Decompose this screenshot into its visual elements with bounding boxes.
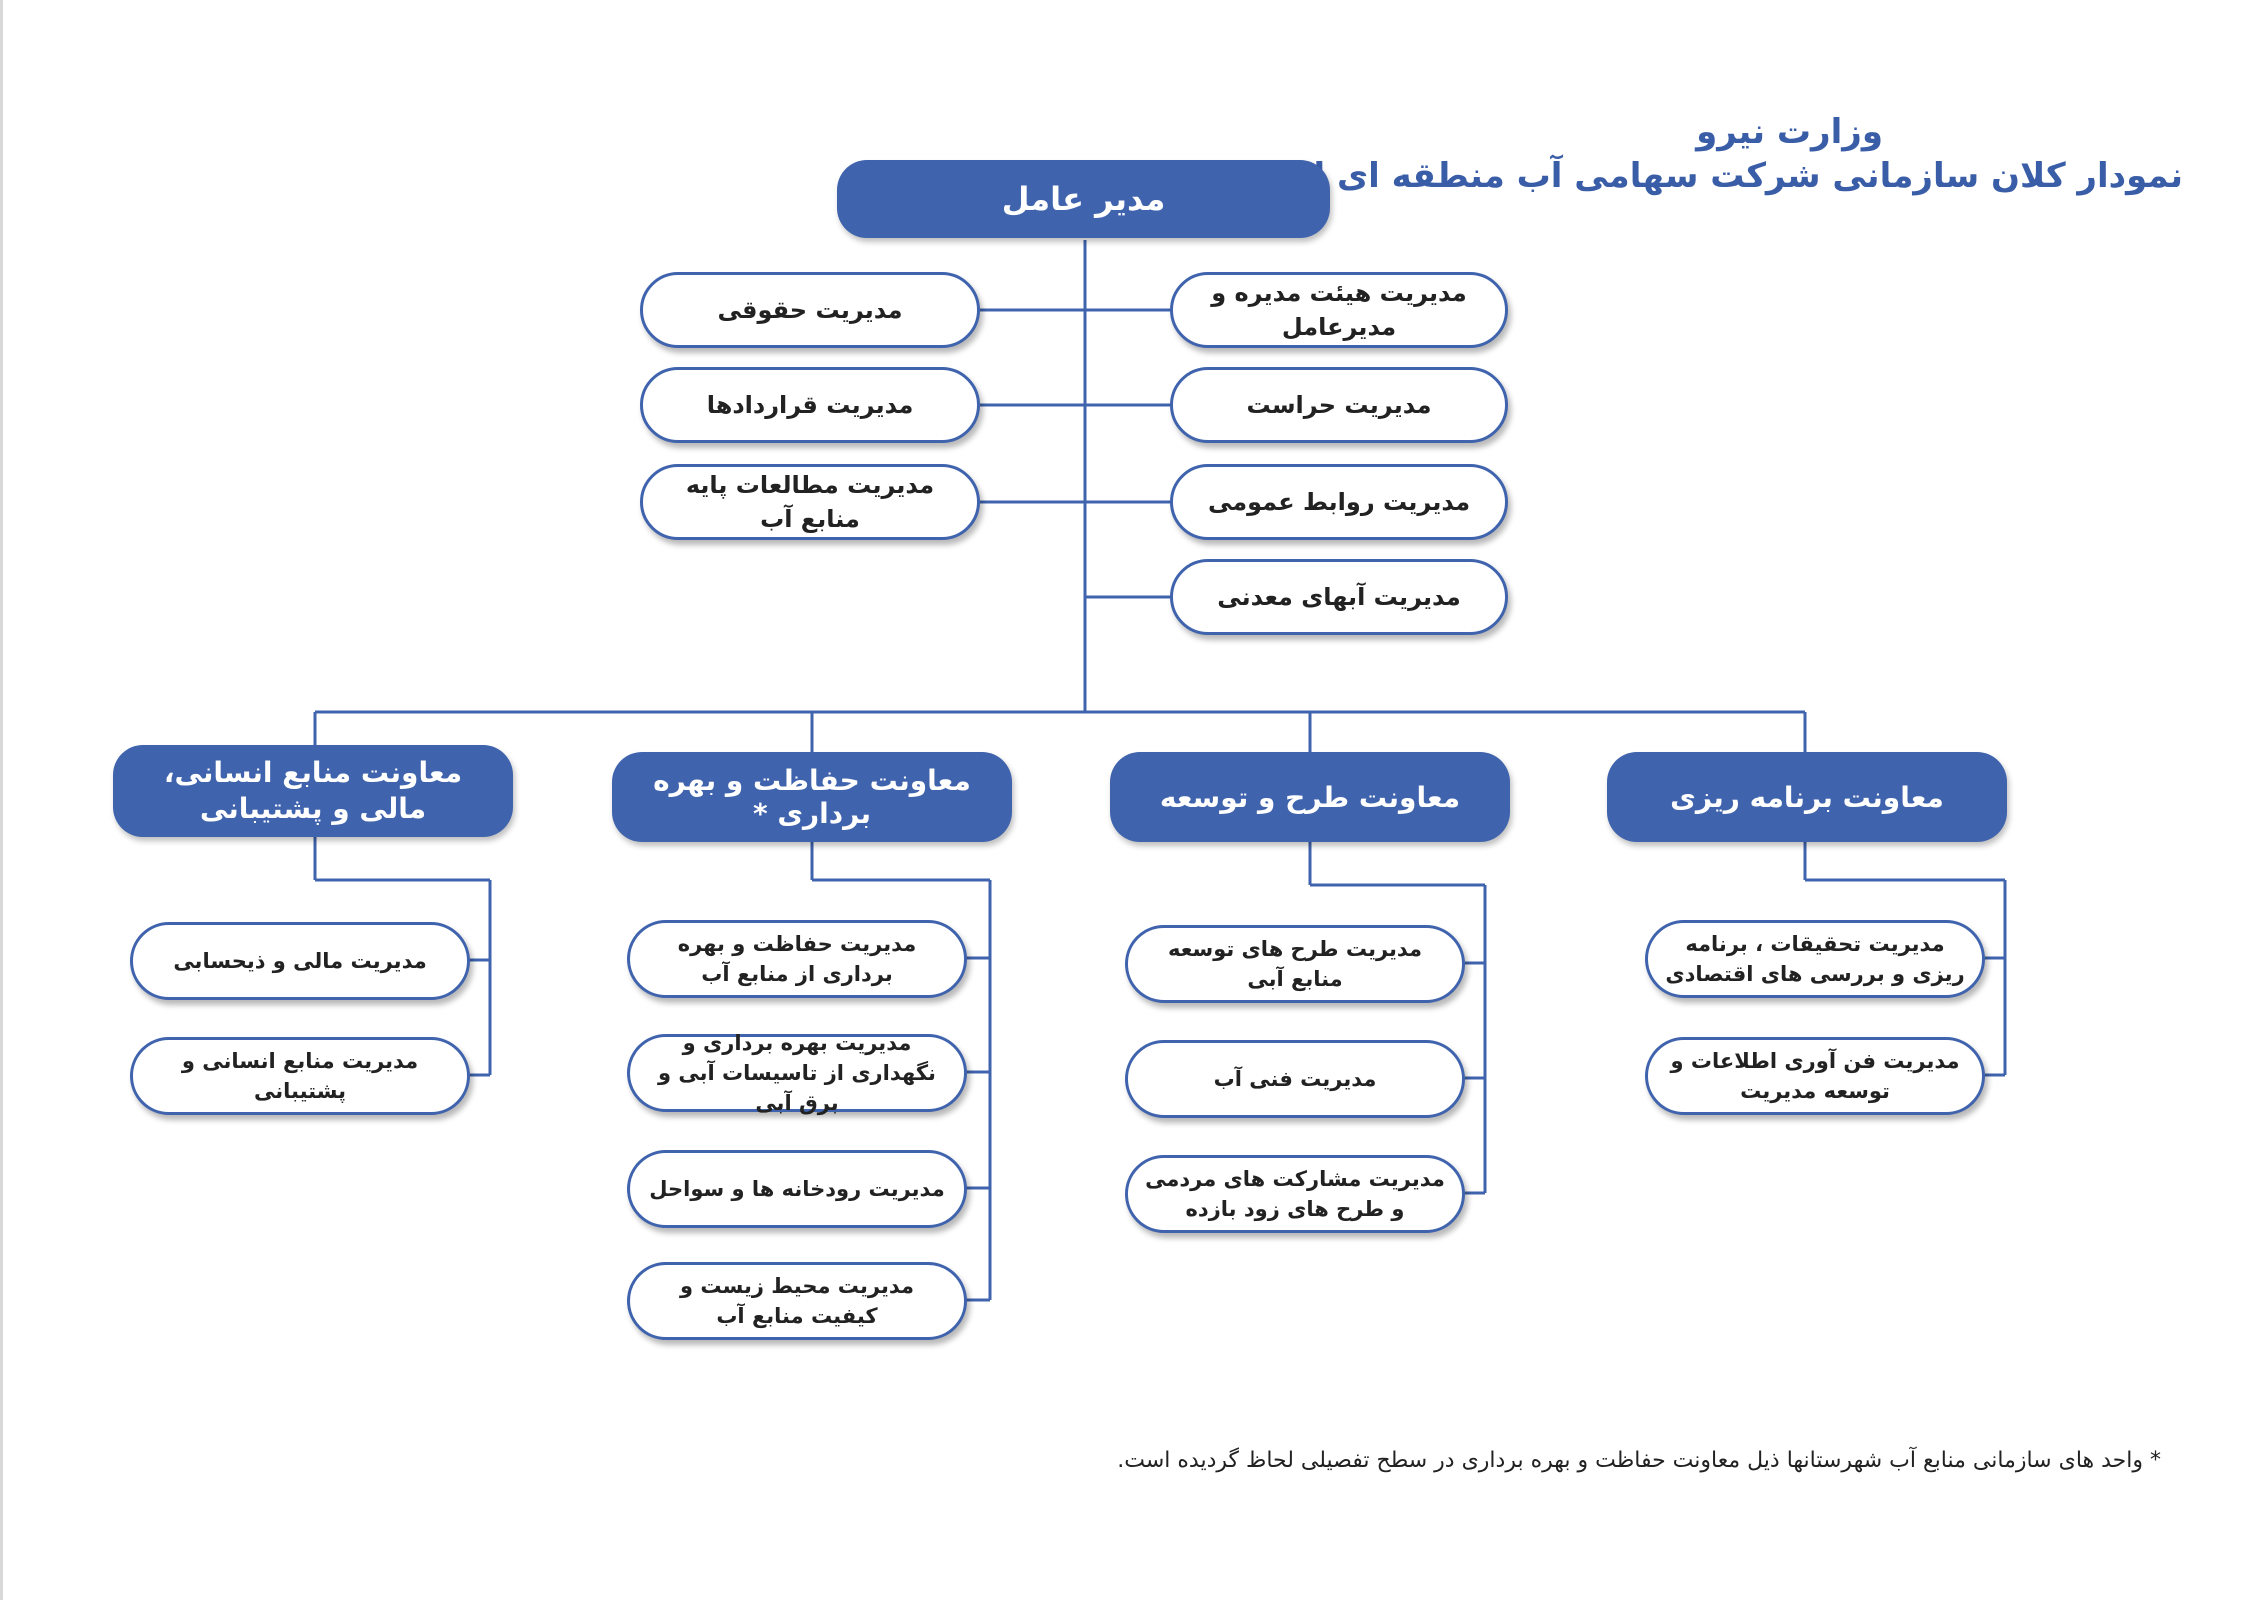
deputy-protection-box: معاونت حفاظت و بهره برداری * [612,752,1012,842]
it-management-box: مدیریت فن آوری اطلاعات و توسعه مدیریت [1645,1037,1985,1115]
mineral-water-box: مدیریت آبهای معدنی [1170,559,1508,635]
human-resources-box: مدیریت منابع انسانی و پشتیبانی [130,1037,470,1115]
water-development-plans-box: مدیریت طرح های توسعه منابع آبی [1125,925,1465,1003]
finance-box: مدیریت مالی و ذیحسابی [130,922,470,1000]
facilities-maintenance-box: مدیریت بهره برداری و نگهداری از تاسیسات … [627,1031,967,1115]
public-participation-box: مدیریت مشارکت های مردمی و طرح های زود با… [1125,1155,1465,1233]
rivers-coasts-box: مدیریت رودخانه ها و سواحل [627,1150,967,1228]
security-management-box: مدیریت حراست [1170,367,1508,443]
legal-management-box: مدیریت حقوقی [640,272,980,348]
page-edge [0,0,3,1600]
public-relations-box: مدیریت روابط عمومی [1170,464,1508,540]
ceo-box: مدیر عامل [837,160,1330,238]
technical-water-box: مدیریت فنی آب [1125,1040,1465,1118]
deputy-development-box: معاونت طرح و توسعه [1110,752,1510,842]
deputy-hr-box: معاونت منابع انسانی، مالی و پشتیبانی [113,745,513,837]
water-protection-box: مدیریت حفاظت و بهره برداری از منابع آب [627,920,967,998]
contracts-management-box: مدیریت قراردادها [640,367,980,443]
water-studies-management-box: مدیریت مطالعات پایه منابع آب [640,464,980,540]
environment-quality-box: مدیریت محیط زیست و کیفیت منابع آب [627,1262,967,1340]
chart-title: نمودار کلان سازمانی شرکت سهامی آب منطقه … [1219,156,2183,196]
header: وزارت نیرو نمودار کلان سازمانی شرکت سهام… [1219,110,2183,198]
board-management-box: مدیریت هیئت مدیره و مدیرعامل [1170,272,1508,348]
research-planning-box: مدیریت تحقیقات ، برنامه ریزی و بررسی های… [1645,920,1985,998]
ministry-title: وزارت نیرو [1696,112,1883,152]
footnote: * واحد های سازمانی منابع آب شهرستانها ذی… [1117,1448,2161,1473]
deputy-planning-box: معاونت برنامه ریزی [1607,752,2007,842]
